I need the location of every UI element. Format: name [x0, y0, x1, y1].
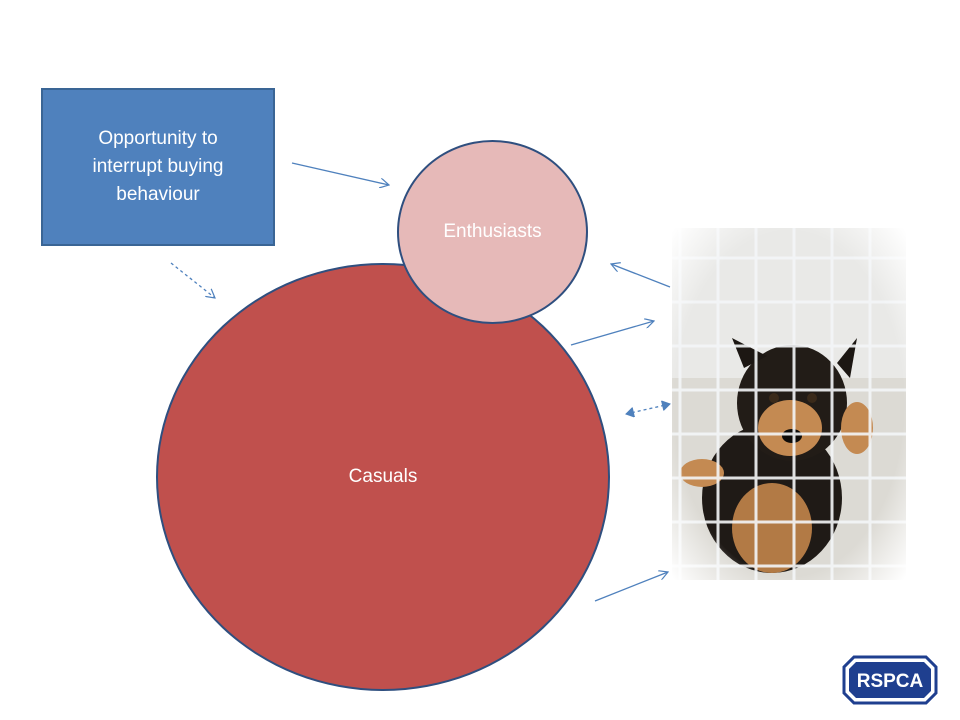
rspca-logo-text: RSPCA: [857, 671, 924, 692]
puppy-illustration: [672, 228, 906, 580]
casuals-circle: Casuals: [156, 263, 610, 691]
arrow-opportunity-to-casuals: [170, 262, 215, 298]
casuals-label: Casuals: [348, 466, 418, 487]
opportunity-label: Opportunity to interrupt buying behaviou…: [92, 128, 224, 205]
enthusiasts-label: Enthusiasts: [443, 221, 542, 242]
arrow-casuals-to-photo-upper: [570, 321, 654, 346]
arrow-photo-to-enthusiasts: [611, 264, 671, 288]
rspca-logo: RSPCA: [842, 655, 938, 705]
arrow-casuals-photo-bidirectional: [626, 404, 670, 414]
opportunity-box: Opportunity to interrupt buying behaviou…: [41, 88, 275, 246]
puppy-cage-photo: [672, 228, 906, 580]
enthusiasts-circle: Enthusiasts: [397, 140, 588, 324]
rspca-logo-icon: RSPCA: [842, 655, 938, 705]
arrow-opportunity-to-enthusiasts: [291, 162, 389, 185]
arrow-casuals-to-photo-lower: [594, 572, 668, 602]
